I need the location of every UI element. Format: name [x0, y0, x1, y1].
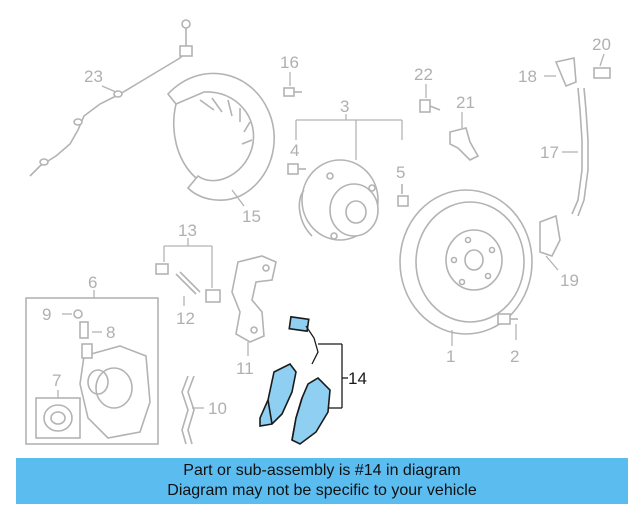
part-label-17: 17 [540, 143, 559, 162]
part-18-20-hose-bracket [544, 53, 611, 88]
part-label-4: 4 [290, 141, 299, 160]
part-22-bolt [419, 84, 441, 113]
part-13-bracket-leaders [163, 238, 213, 288]
part-label-13: 13 [178, 221, 197, 240]
part-label-21: 21 [456, 93, 475, 112]
part-label-12: 12 [176, 309, 195, 328]
part-23-sensor-wire [29, 19, 193, 177]
part-7-piston-seal [35, 390, 81, 439]
part-11-caliper-carrier [231, 255, 277, 356]
part-label-3: 3 [340, 97, 349, 116]
part-label-11: 11 [236, 359, 254, 378]
part-5-bolt [397, 184, 409, 207]
part-label-15: 15 [242, 207, 261, 226]
part-label-23: 23 [84, 67, 103, 86]
part-14-brake-pad-set[interactable] [259, 315, 348, 445]
part-2-bolt [497, 313, 518, 340]
part-3-bracket-leaders [295, 114, 403, 160]
part-16-bolt [283, 72, 302, 97]
part-label-22: 22 [414, 65, 433, 84]
part-1-brake-disc [399, 189, 533, 346]
part-19-hose-bracket [539, 214, 561, 271]
part-17-brake-hose [562, 87, 589, 217]
part-21-bracket [449, 112, 480, 161]
part-label-14: 14 [348, 369, 367, 388]
part-label-8: 8 [106, 323, 115, 342]
part-label-16: 16 [280, 53, 299, 72]
part-15-dust-shield [166, 72, 275, 207]
caption-banner: Part or sub-assembly is #14 in diagram D… [16, 458, 628, 504]
part-6-caliper-box [25, 290, 159, 445]
part-label-18: 18 [518, 67, 537, 86]
part-label-7: 7 [52, 371, 61, 390]
part-label-9: 9 [42, 305, 51, 324]
part-label-10: 10 [208, 399, 227, 418]
brake-caliper-body [79, 343, 151, 439]
part-label-5: 5 [396, 163, 405, 182]
part-4-bolt [287, 163, 306, 175]
wheel-hub-bearing [298, 159, 379, 241]
caption-line-1: Part or sub-assembly is #14 in diagram [183, 462, 461, 479]
part-label-6: 6 [88, 273, 97, 292]
part-10-anti-rattle-spring [181, 375, 204, 445]
part-label-2: 2 [510, 347, 519, 366]
part-label-19: 19 [560, 271, 579, 290]
guide-pin-parts [155, 263, 221, 306]
part-8-9-bleeder [62, 309, 102, 339]
part-label-20: 20 [592, 35, 611, 54]
caption-line-2: Diagram may not be specific to your vehi… [167, 482, 477, 499]
part-label-1: 1 [446, 347, 455, 366]
